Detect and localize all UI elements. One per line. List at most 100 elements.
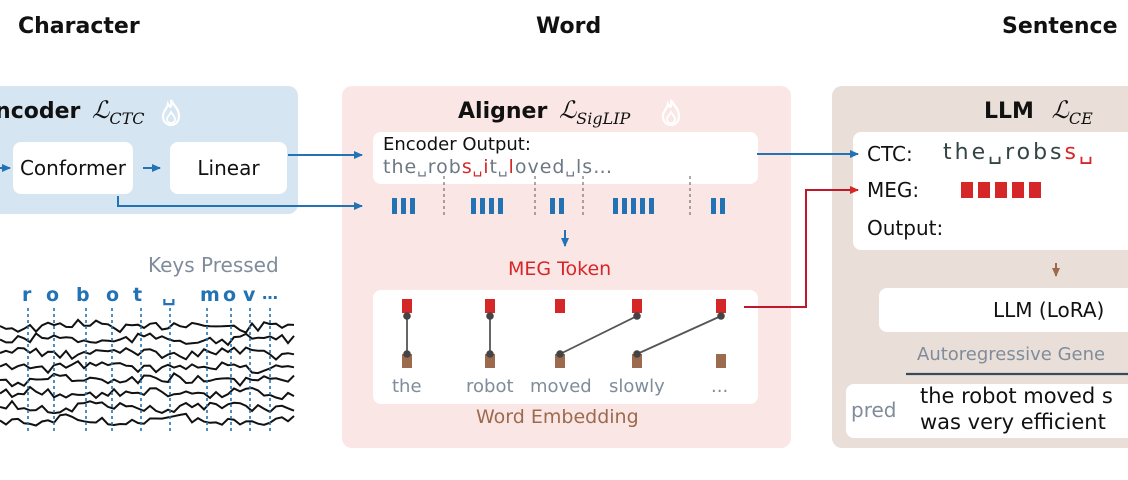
encoder-loss: ℒCTC xyxy=(92,96,145,128)
meg-signal-line xyxy=(0,372,295,388)
meg-token xyxy=(485,299,495,313)
output-label: Output: xyxy=(867,216,944,240)
llm-title-row: LLM ℒCE xyxy=(984,96,1093,128)
link-dot xyxy=(403,312,411,320)
encoder-output-chars: the␣robs␣it␣loved␣ls… xyxy=(383,156,613,178)
char-separators xyxy=(443,176,691,215)
encoder-output-char: b xyxy=(448,156,462,178)
ctc-label: CTC: xyxy=(867,142,913,166)
meg-signal-line xyxy=(0,399,295,415)
meg-token xyxy=(716,299,726,313)
meg-token xyxy=(632,299,642,313)
meg-signal-line xyxy=(0,318,295,334)
encoder-title-row: Encoder ℒCTC xyxy=(0,96,145,128)
meg-token xyxy=(402,299,412,313)
encoder-output-char: r xyxy=(427,156,437,178)
word-token xyxy=(485,354,495,368)
encoder-output-char: e xyxy=(404,156,418,178)
feature-bar xyxy=(622,198,627,214)
feature-bar xyxy=(640,198,645,214)
autoregressive-label: Autoregressive Gene xyxy=(917,344,1106,365)
key-letter: b xyxy=(76,284,90,306)
word-token xyxy=(716,354,726,368)
meg-label: MEG: xyxy=(867,178,920,202)
keys-pressed-label: Keys Pressed xyxy=(148,253,279,277)
encoder-output-char: ␣ xyxy=(565,159,576,177)
section-word: Word xyxy=(536,14,602,39)
link-dot xyxy=(633,350,641,358)
feature-bar xyxy=(401,198,406,214)
link-dot xyxy=(717,312,725,320)
key-letter: … xyxy=(262,284,278,303)
word-the: the xyxy=(392,376,422,397)
llm-loss: ℒCE xyxy=(1051,96,1093,128)
feature-bar xyxy=(720,198,725,214)
encoder-output-char: t xyxy=(489,156,498,178)
link-dot xyxy=(486,312,494,320)
aligner-title-row: Aligner ℒSigLIP xyxy=(458,96,630,128)
word-robot: robot xyxy=(466,376,514,397)
word-embedding-label: Word Embedding xyxy=(476,406,639,428)
conformer-label: Conformer xyxy=(19,156,127,180)
key-letter: v xyxy=(243,284,256,306)
meg-signal-line xyxy=(0,346,295,361)
link-dot xyxy=(556,350,564,358)
lora-block: LLM (LoRA) xyxy=(879,288,1128,332)
section-character: Character xyxy=(18,14,140,39)
meg-token xyxy=(555,299,565,313)
feature-bar xyxy=(392,198,397,214)
aligner-loss: ℒSigLIP xyxy=(558,96,631,128)
encoder-output-char: … xyxy=(593,156,614,178)
encoder-output-box: Encoder Output: the␣robs␣it␣loved␣ls… xyxy=(373,132,758,184)
lora-label: LLM (LoRA) xyxy=(993,298,1105,322)
encoder-output-char: v xyxy=(527,156,540,178)
meg-signal-line xyxy=(0,385,295,401)
encoder-output-char: d xyxy=(552,156,566,178)
feature-bar xyxy=(489,198,494,214)
meg-signal-line xyxy=(0,331,295,347)
prediction-box: pred the robot moved s was very efficien… xyxy=(846,384,1128,438)
word-ellipsis: ... xyxy=(711,376,729,397)
key-letter: o xyxy=(46,284,60,306)
linear-block: Linear xyxy=(170,142,287,194)
encoder-panel: Encoder ℒCTC Conformer Linear xyxy=(0,86,298,214)
meg-signal-line xyxy=(0,412,295,427)
encoder-output-char: s xyxy=(461,156,473,178)
alignment-graph xyxy=(402,299,726,368)
encoder-output-char: l xyxy=(508,156,515,178)
key-letter: o xyxy=(223,284,237,306)
pred-label: pred xyxy=(851,398,897,422)
link-dot xyxy=(633,312,641,320)
alignment-box: the robot moved slowly ... xyxy=(373,290,758,404)
feature-bar xyxy=(410,198,415,214)
flame-icon xyxy=(161,99,181,126)
alignment-link xyxy=(636,315,722,355)
encoder-output-char: i xyxy=(483,156,490,178)
feature-bar xyxy=(649,198,654,214)
meg-token-bars xyxy=(961,182,1041,198)
feature-bar xyxy=(498,198,503,214)
word-moved: moved xyxy=(530,376,592,397)
link-dot xyxy=(403,350,411,358)
link-dot xyxy=(486,350,494,358)
word-slowly: slowly xyxy=(609,376,665,397)
word-token xyxy=(555,354,565,368)
word-token xyxy=(402,354,412,368)
encoder-output-char: s xyxy=(582,156,594,178)
alignment-link xyxy=(559,315,638,355)
encoder-output-char: t xyxy=(383,156,392,178)
encoder-output-char: ␣ xyxy=(417,159,428,177)
word-token xyxy=(632,354,642,368)
arrow-conformer-features xyxy=(117,196,363,210)
encoder-output-char: l xyxy=(575,156,583,178)
encoder-output-label: Encoder Output: xyxy=(383,134,531,155)
encoder-output-char: e xyxy=(539,156,553,178)
conformer-block: Conformer xyxy=(13,142,133,194)
pred-line-1: the robot moved s xyxy=(920,384,1113,408)
feature-bar xyxy=(480,198,485,214)
feature-bar xyxy=(711,198,716,214)
encoder-output-char: ␣ xyxy=(472,159,484,177)
key-letter: r xyxy=(22,284,32,306)
